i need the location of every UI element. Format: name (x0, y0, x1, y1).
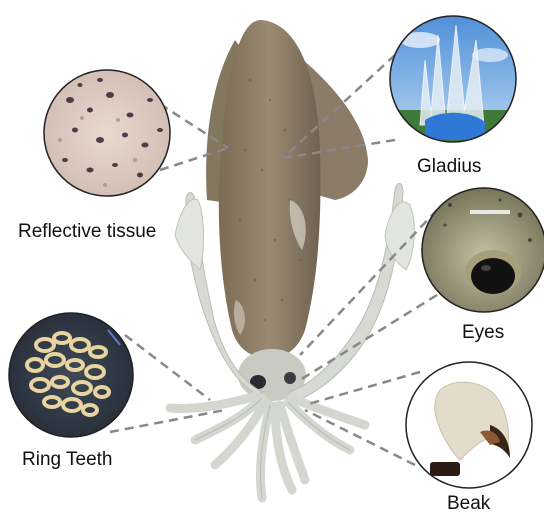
label-reflective-tissue: Reflective tissue (18, 221, 156, 243)
squid-arms (170, 396, 365, 498)
connector-ring-teeth (125, 335, 210, 400)
callout-reflective-tissue (40, 66, 174, 200)
callout-eyes (420, 186, 544, 316)
label-eyes: Eyes (462, 322, 504, 344)
label-ring-teeth: Ring Teeth (22, 449, 113, 471)
callout-gladius (388, 14, 518, 145)
connector-ring-teeth-2 (110, 410, 225, 432)
label-gladius: Gladius (417, 156, 481, 178)
callout-ring-teeth (8, 312, 134, 438)
callout-beak (406, 362, 532, 488)
squid-photo (170, 20, 414, 498)
squid-mantle (219, 20, 321, 358)
